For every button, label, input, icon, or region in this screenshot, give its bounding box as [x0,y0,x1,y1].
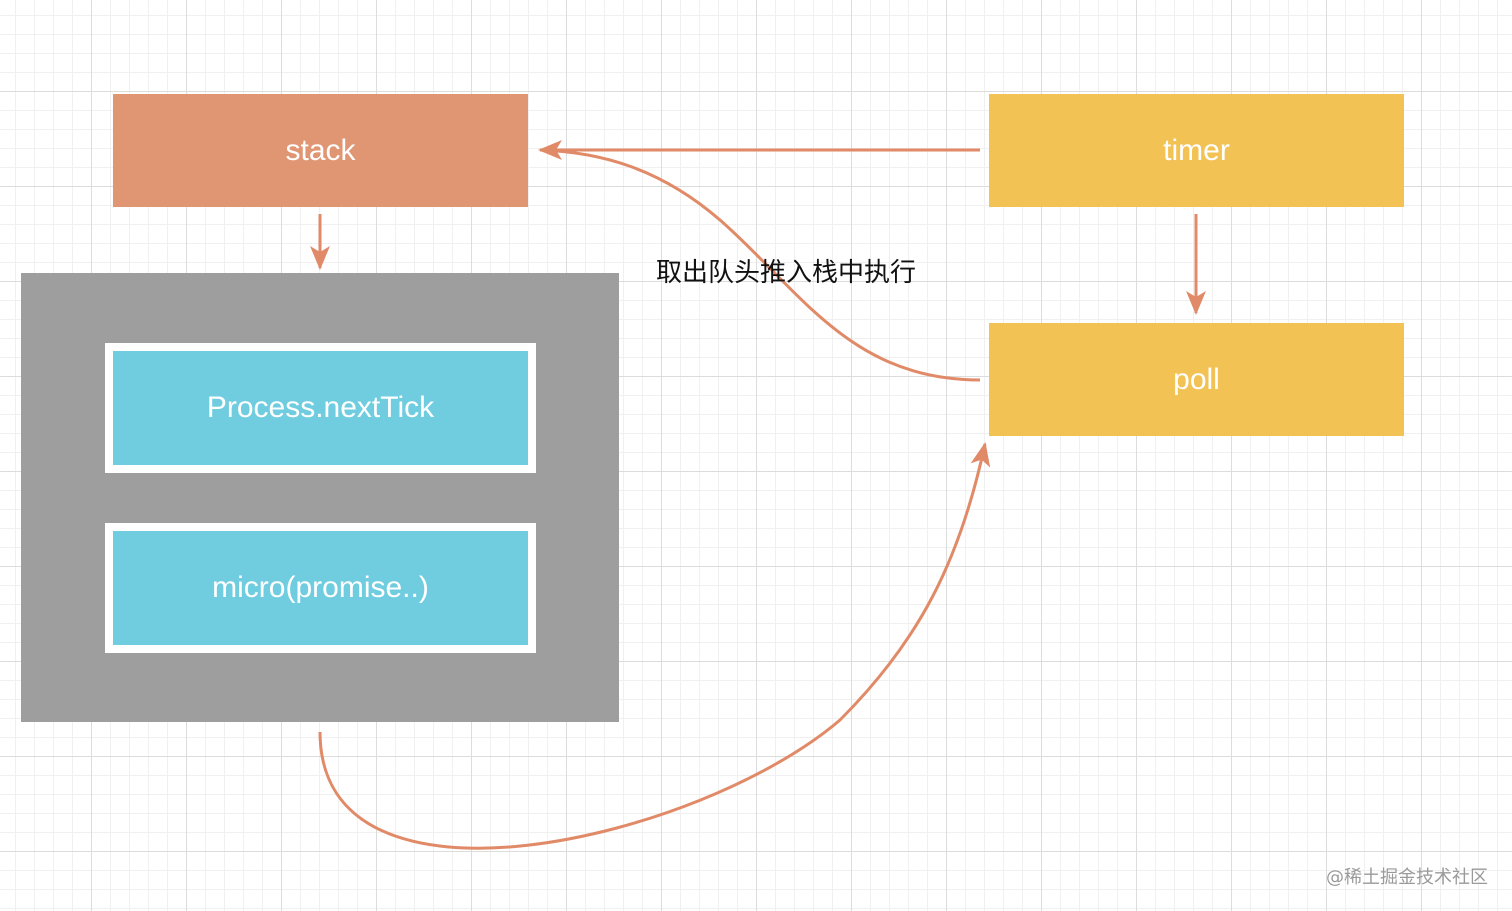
poll-box: poll [989,323,1404,436]
micro-promise-box: micro(promise..) [105,523,536,653]
stack-label: stack [285,133,356,167]
next-tick-label: Process.nextTick [206,391,435,424]
microtask-group [21,273,619,722]
timer-box: timer [989,94,1404,207]
dequeue-label: 取出队头推入栈中执行 [656,258,917,288]
poll-label: poll [1173,362,1220,396]
timer-label: timer [1163,133,1230,167]
watermark: @稀土掘金技术社区 [1326,867,1488,888]
next-tick-box: Process.nextTick [105,343,536,473]
stack-box: stack [113,94,528,207]
micro-promise-label: micro(promise..) [212,571,429,604]
